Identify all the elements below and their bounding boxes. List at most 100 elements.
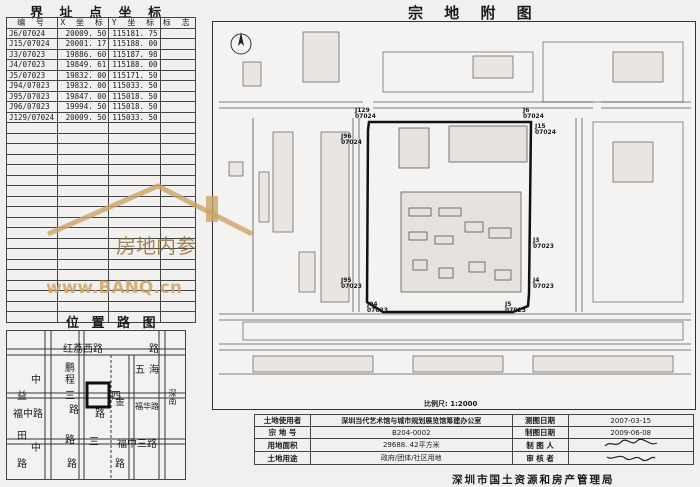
table-row [6, 164, 197, 176]
survey-date-label: 测图日期 [511, 414, 569, 427]
coord-header-cell: X 坐 标 [56, 17, 110, 29]
land-user-label: 土地使用者 [254, 414, 311, 427]
coord-cell: J4/07023 [6, 59, 58, 71]
table-row [6, 153, 197, 165]
road-label: 田 [17, 431, 27, 442]
coord-cell [108, 132, 161, 144]
coord-cell [108, 164, 161, 176]
table-row [6, 174, 197, 186]
draw-date-label: 制图日期 [511, 426, 569, 439]
coord-cell: J15/07024 [6, 38, 58, 50]
location-map: 红荔西路 路 鹏 中 程 五 海 益 三 四 金 路 福中路 路 福华路 田 中… [6, 330, 186, 480]
coord-cell [56, 132, 110, 144]
road-label: 三 [65, 391, 75, 402]
survey-date-value: 2007-03-15 [567, 414, 695, 427]
parcel-info-table: 土地使用者 深圳当代艺术馆与城市规划展览馆筹建办公室 测图日期 2007-03-… [254, 414, 695, 465]
coord-cell: J94/07023 [6, 80, 58, 92]
coord-cell [6, 164, 58, 176]
road-label: 路 [65, 435, 75, 446]
coord-cell: J5/07023 [6, 69, 58, 81]
road-label: 路 [17, 459, 27, 470]
road-label: 红荔西路 [63, 344, 103, 355]
coord-cell: J3/07023 [6, 48, 58, 60]
parcel-map: J129 07024 J6 07024 J15 07024 J96 07024 … [212, 21, 696, 410]
coord-cell: J96/07023 [6, 101, 58, 113]
boundary-point: J15 07024 [535, 123, 556, 136]
coord-cell: 19832. 00 [56, 80, 110, 92]
table-row [6, 185, 197, 197]
coord-cell: 19994. 50 [56, 101, 110, 113]
draw-date-value: 2009-06-08 [567, 426, 695, 439]
coord-header-cell: 标 志 [159, 17, 197, 29]
coord-cell: 115171. 50 [108, 69, 161, 81]
issuing-bureau: 深圳市国土资源和房产管理局 [452, 474, 615, 486]
boundary-point: J6 07024 [523, 107, 544, 120]
coord-cell [159, 122, 197, 134]
boundary-point: J94 07023 [367, 301, 388, 314]
coord-cell [159, 153, 197, 165]
coord-cell [159, 80, 197, 92]
parcel-boundary [365, 120, 533, 314]
checker-label: 审 核 者 [511, 451, 569, 465]
road-label: 四 [111, 391, 121, 402]
coord-cell [108, 300, 161, 312]
signature-icon [604, 438, 658, 447]
road-label: 海 [149, 365, 159, 376]
road-label: 三 [89, 437, 99, 448]
coord-cell [108, 143, 161, 155]
table-row [6, 311, 197, 323]
coord-cell: J129/07024 [6, 111, 58, 123]
coord-cell [108, 122, 161, 134]
coord-cell: 20001. 17 [56, 38, 110, 50]
boundary-point: J96 07024 [341, 133, 362, 146]
coord-header-cell: Y 坐 标 [108, 17, 161, 29]
coord-cell [159, 101, 197, 113]
area-label: 用地面积 [254, 438, 311, 452]
road-label: 路 [95, 409, 105, 420]
parcel-map-drawing [219, 31, 691, 375]
parcel-no-label: 宗 地 号 [254, 426, 311, 439]
coord-header-cell: 编 号 [6, 17, 58, 29]
coord-cell [159, 206, 197, 218]
coord-cell: 115033. 50 [108, 111, 161, 123]
location-map-title: 位 置 路 图 [66, 316, 160, 331]
checker-signature [567, 451, 695, 465]
coord-cell: 115187. 98 [108, 48, 161, 60]
signature-icon [606, 455, 656, 462]
coord-cell [159, 237, 197, 249]
boundary-point: J4 07023 [533, 277, 554, 290]
road-label: 福华路 [135, 402, 159, 411]
watermark: 房地内参 www.BANQ.cn [38, 182, 258, 302]
coord-cell: 20009. 50 [56, 111, 110, 123]
coord-cell: 19886. 60 [56, 48, 110, 60]
table-row [6, 300, 197, 312]
road-label: 中 [31, 443, 41, 454]
coord-cell: 115018. 50 [108, 90, 161, 102]
road-label: 程 [65, 375, 75, 386]
coord-cell [159, 111, 197, 123]
table-row [6, 132, 197, 144]
map-scale: 比例尺: 1:2000 [424, 400, 478, 408]
coord-cell [159, 90, 197, 102]
coord-cell: J95/07023 [6, 90, 58, 102]
coord-cell [159, 143, 197, 155]
road-label: 路 [67, 459, 77, 470]
coord-cell [6, 122, 58, 134]
use-value: 政府/团体/社区用地 [309, 451, 513, 465]
boundary-point: J129 07024 [355, 107, 376, 120]
coord-cell: 115018. 50 [108, 101, 161, 113]
parcel-no-value: B204-0002 [309, 426, 513, 439]
boundary-point: J5 07023 [505, 301, 526, 314]
coord-cell [6, 311, 58, 323]
coord-cell [56, 164, 110, 176]
coord-cell [56, 300, 110, 312]
coord-cell [56, 153, 110, 165]
